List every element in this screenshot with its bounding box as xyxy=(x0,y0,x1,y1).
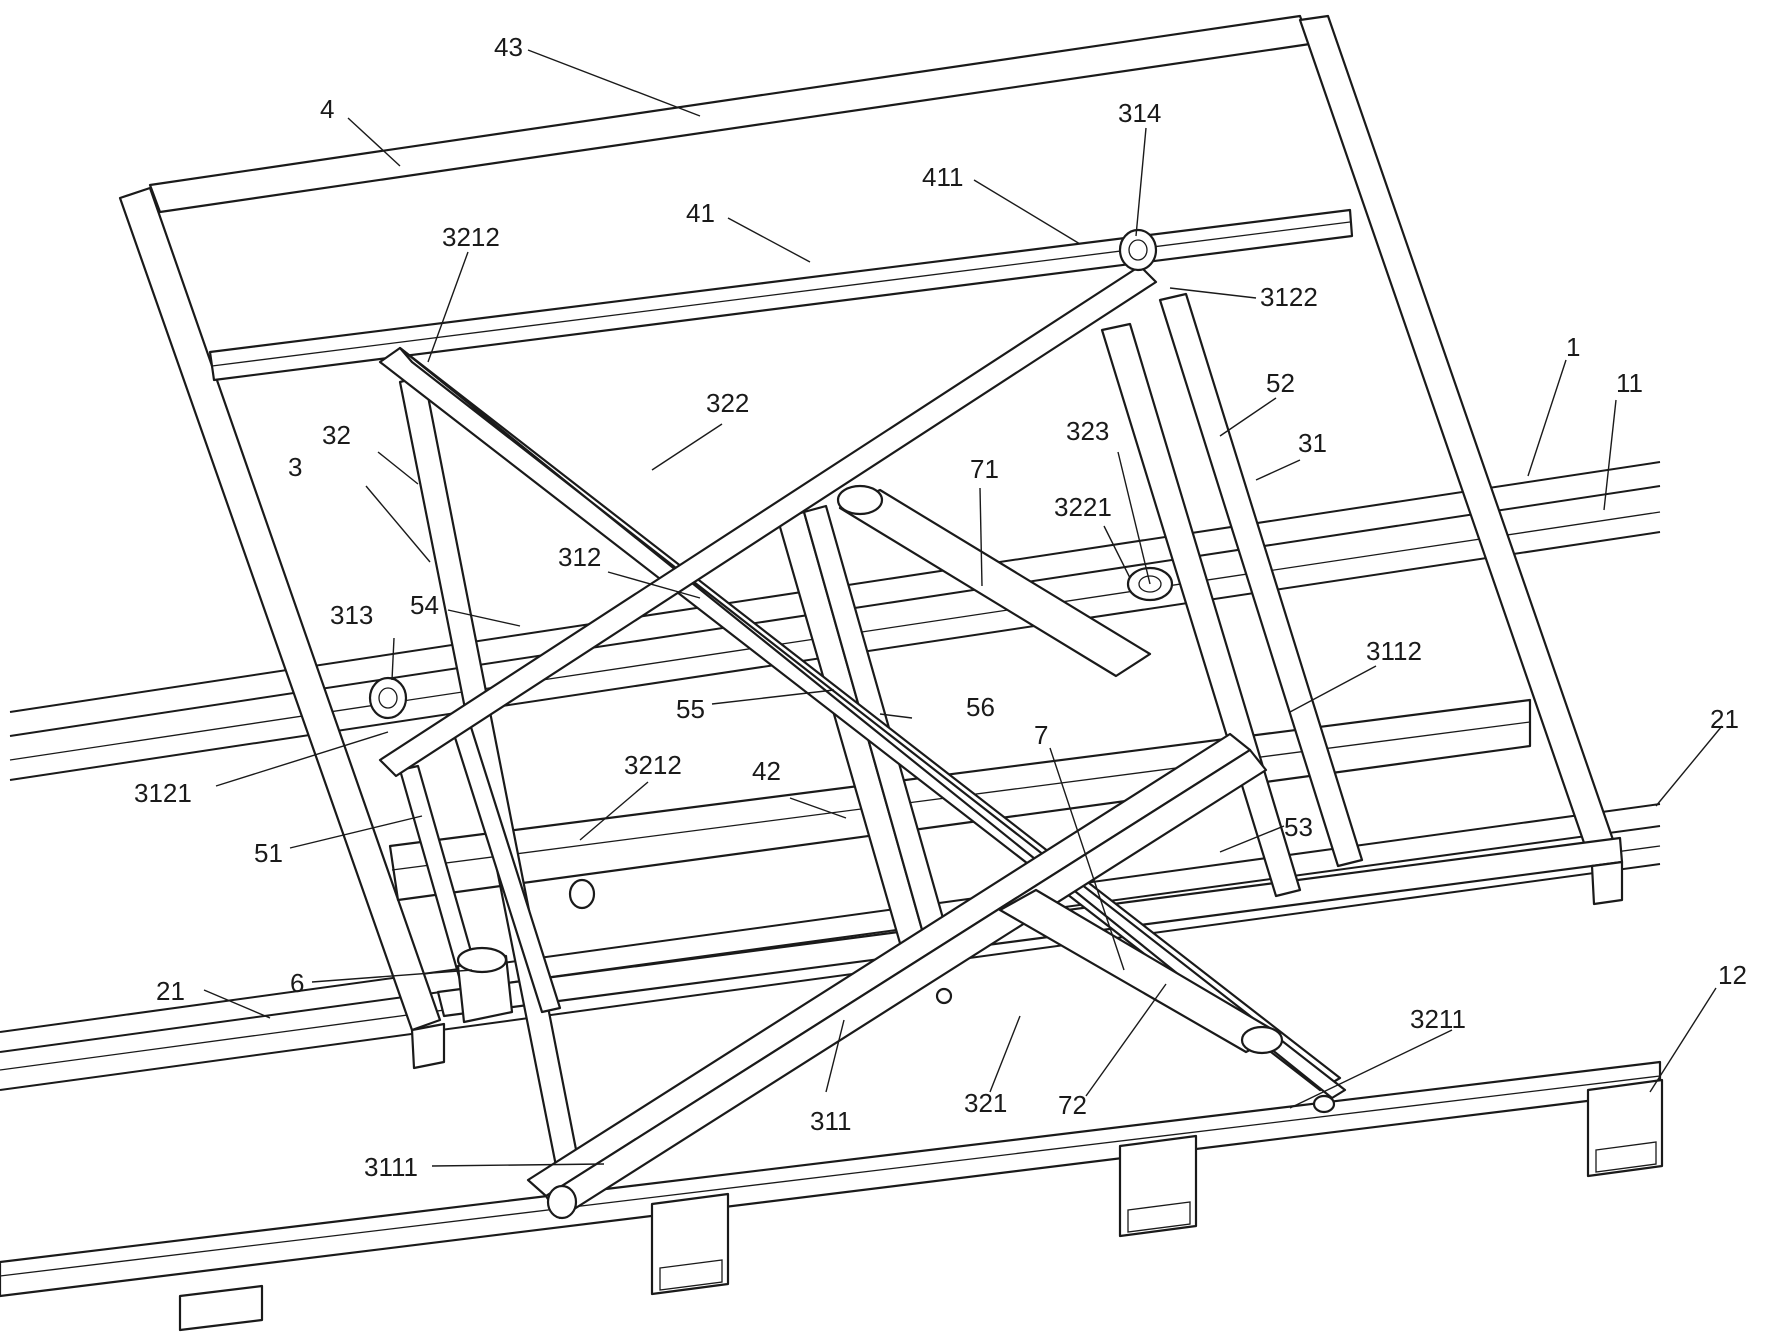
label-72: 72 xyxy=(1058,1090,1087,1120)
ground-rail-lower xyxy=(0,803,1661,1091)
bearing-6 xyxy=(456,946,514,1024)
leader-lines xyxy=(203,49,1723,1167)
label-7-upper: 7 xyxy=(1034,720,1048,750)
label-4: 4 xyxy=(320,94,334,124)
pin-bolt xyxy=(546,878,1336,1220)
label-31: 31 xyxy=(1298,428,1327,458)
top-frame xyxy=(118,14,1624,1070)
label-55: 55 xyxy=(676,694,705,724)
label-321: 321 xyxy=(964,1088,1007,1118)
label-3221: 3221 xyxy=(1054,492,1112,522)
bottom-base-beam xyxy=(0,1060,1664,1332)
label-323: 323 xyxy=(1066,416,1109,446)
label-3111: 3111 xyxy=(364,1152,418,1182)
label-51: 51 xyxy=(254,838,283,868)
label-411: 411 xyxy=(922,162,963,192)
label-12: 12 xyxy=(1718,960,1747,990)
label-42: 42 xyxy=(752,756,781,786)
hydraulic-cylinder-72 xyxy=(998,888,1284,1055)
label-21-left: 21 xyxy=(156,976,185,1006)
support-block xyxy=(1118,1134,1198,1238)
label-56: 56 xyxy=(966,692,995,722)
label-3: 3 xyxy=(288,452,302,482)
label-11: 11 xyxy=(1616,368,1643,398)
support-block xyxy=(650,1192,730,1296)
label-322: 322 xyxy=(706,388,749,418)
label-314: 314 xyxy=(1118,98,1161,128)
label-53: 53 xyxy=(1284,812,1313,842)
label-3121: 3121 xyxy=(134,778,192,808)
label-3212-top: 3212 xyxy=(442,222,500,252)
scissor-arm-322-321 xyxy=(378,346,1347,1100)
label-312: 312 xyxy=(558,542,601,572)
roller-314 xyxy=(1118,228,1158,272)
label-21-right: 21 xyxy=(1710,704,1739,734)
label-3122: 3122 xyxy=(1260,282,1318,312)
label-3211: 3211 xyxy=(1410,1004,1466,1034)
support-block xyxy=(1586,1078,1664,1178)
roller-313 xyxy=(368,676,408,720)
label-52: 52 xyxy=(1266,368,1295,398)
hydraulic-cylinder-71 xyxy=(836,484,1152,678)
label-3112: 3112 xyxy=(1366,636,1422,666)
label-6: 6 xyxy=(290,968,304,998)
label-313: 313 xyxy=(330,600,373,630)
label-1: 1 xyxy=(1566,332,1580,362)
label-43: 43 xyxy=(494,32,523,62)
label-311: 311 xyxy=(810,1106,851,1136)
label-3212-mid: 3212 xyxy=(624,750,682,780)
label-41: 41 xyxy=(686,198,715,228)
label-32: 32 xyxy=(322,420,351,450)
reference-numerals: 43 4 314 411 41 3212 3122 1 11 52 322 32… xyxy=(134,32,1747,1182)
label-54: 54 xyxy=(410,590,439,620)
label-71: 71 xyxy=(970,454,999,484)
